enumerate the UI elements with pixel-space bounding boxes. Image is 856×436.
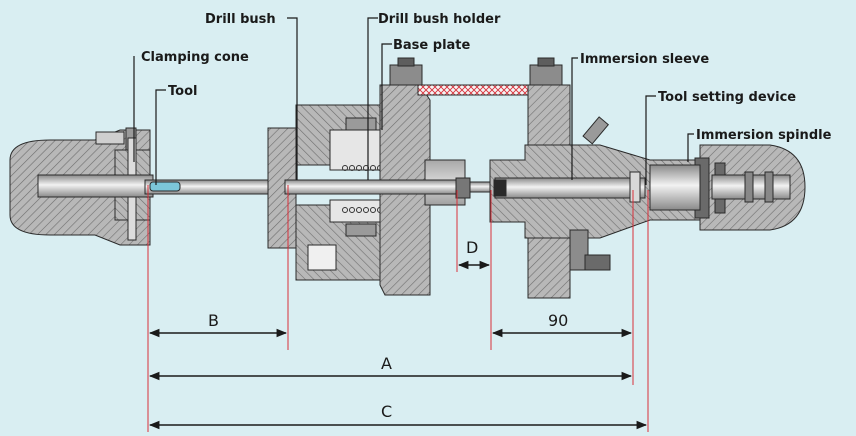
adapter-ring: [455, 177, 471, 199]
label-drill-bush-holder: Drill bush holder: [378, 12, 501, 27]
dim-label-a: A: [381, 354, 392, 373]
dimension-arrows: [148, 260, 648, 430]
leader-lines: [133, 17, 694, 185]
clamping-cone-assembly: [9, 127, 154, 246]
label-base-plate: Base plate: [393, 38, 471, 53]
reference-lines: [147, 185, 649, 432]
dim-label-d: D: [466, 238, 478, 257]
label-immersion-sleeve: Immersion sleeve: [580, 52, 709, 67]
label-drill-bush: Drill bush: [205, 12, 276, 27]
label-immersion-spindle: Immersion spindle: [696, 128, 832, 143]
label-tool-setting-device: Tool setting device: [658, 90, 796, 105]
label-clamping-cone: Clamping cone: [141, 50, 249, 65]
label-tool: Tool: [168, 84, 197, 99]
center-shaft: [284, 179, 461, 195]
bridge-bar: [417, 84, 537, 96]
dim-label-b: B: [208, 311, 219, 330]
immersion-spindle: [649, 144, 806, 231]
dim-label-90: 90: [548, 311, 568, 330]
tool-setting-device: [629, 171, 641, 203]
drill-bush-holder-assembly: [267, 104, 387, 281]
dim-label-c: C: [381, 402, 392, 421]
